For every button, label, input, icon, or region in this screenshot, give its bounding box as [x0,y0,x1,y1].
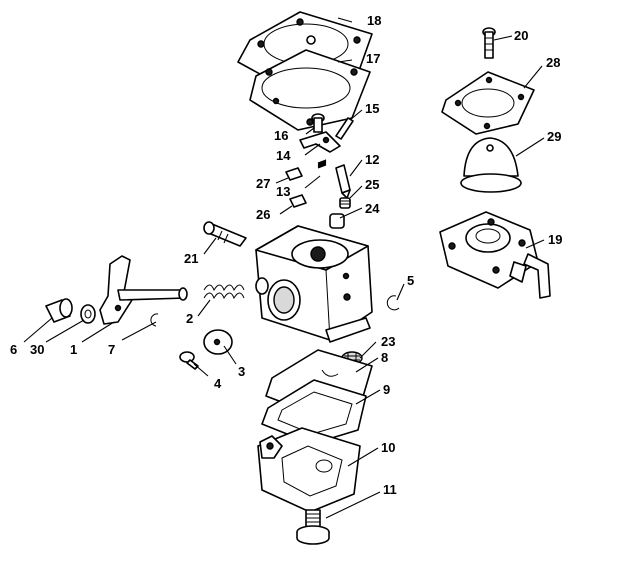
callout-labels: 1 2 3 4 5 6 7 8 9 10 11 12 13 14 15 16 1… [10,13,562,497]
part-5-clip [386,295,400,311]
callout-11: 11 [383,482,397,497]
callout-14: 14 [276,148,291,163]
callout-7: 7 [108,342,115,357]
callout-24: 24 [365,201,380,216]
part-16-screw [311,113,325,133]
callout-26: 26 [256,207,270,222]
callout-15: 15 [365,101,379,116]
part-30-washer [80,304,96,324]
part-24-plug [329,213,345,229]
part-12-inlet-needle [335,164,351,199]
callout-9: 9 [383,382,390,397]
part-7-clip [150,313,159,327]
part-28-gasket [441,71,535,135]
callout-12: 12 [365,152,379,167]
part-14-lever [299,131,341,153]
callout-20: 20 [514,28,528,43]
callout-25: 25 [365,177,379,192]
callout-17: 17 [366,51,380,66]
part-3-valve-disc [203,329,233,355]
callout-10: 10 [381,440,395,455]
callout-1: 1 [70,342,77,357]
callout-13: 13 [276,184,290,199]
callout-28: 28 [546,55,560,70]
part-15-pin [335,117,354,140]
callout-29: 29 [547,129,561,144]
callout-5: 5 [407,273,414,288]
part-29-primer-bulb [460,137,522,193]
callout-23: 23 [381,334,395,349]
callout-8: 8 [381,350,388,365]
part-13-spring [317,159,327,169]
leader-lines [23,17,545,519]
part-19-primer-housing [439,211,551,299]
callout-21: 21 [184,251,198,266]
callout-3: 3 [238,364,245,379]
callout-2: 2 [186,311,193,326]
callout-18: 18 [367,13,381,28]
part-6-bushing [45,298,73,323]
part-26-plug [289,194,307,208]
part-25-spring [339,197,351,209]
callout-4: 4 [214,376,222,391]
carburetor-body [255,225,373,343]
callout-6: 6 [10,342,17,357]
callout-27: 27 [256,176,270,191]
callout-30: 30 [30,342,44,357]
part-21-screw [203,221,247,247]
part-27-plug [285,167,303,181]
part-20-screw [482,27,496,59]
part-11-screw [296,509,330,545]
part-9-gasket [261,379,367,445]
part-4-screw [179,351,199,370]
callout-16: 16 [274,128,288,143]
callout-19: 19 [548,232,562,247]
part-2-spring [203,284,245,300]
part-1-throttle-shaft [99,255,188,325]
part-10-end-cover [257,427,361,513]
